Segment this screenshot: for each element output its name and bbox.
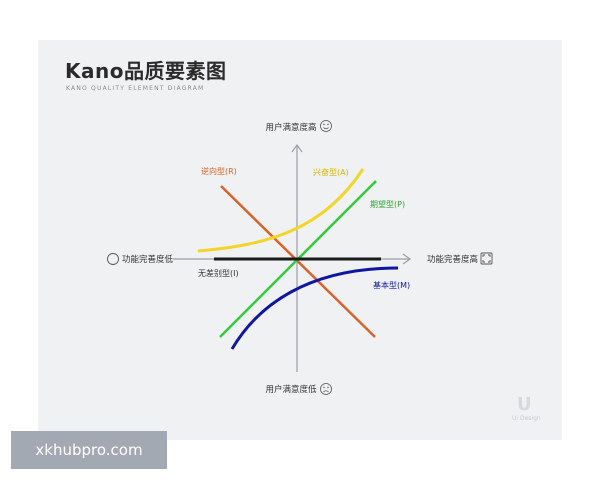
site-badge: xkhubpro.com bbox=[11, 431, 167, 469]
kano-diagram: 用户满意度高 用户满意度低 功能完善度低 功能完善度高 bbox=[107, 120, 493, 395]
basic-label: 基本型(M) bbox=[373, 280, 410, 290]
attractive-curve bbox=[197, 168, 365, 253]
reverse-label: 逆向型(R) bbox=[201, 166, 237, 176]
top-axis-label: 用户满意度高 bbox=[265, 122, 316, 133]
vertical-axis-arrow bbox=[291, 143, 303, 153]
left-axis-label: 功能完善度低 bbox=[122, 254, 174, 265]
watermark-logo: U bbox=[517, 394, 532, 415]
sad-face-icon bbox=[320, 383, 332, 395]
bottom-axis-label: 用户满意度低 bbox=[265, 384, 317, 395]
reverse-line bbox=[220, 185, 376, 338]
expand-icon bbox=[480, 252, 493, 265]
attractive-label: 兴奋型(A) bbox=[313, 167, 349, 177]
right-axis-label: 功能完善度高 bbox=[427, 254, 478, 265]
performance-label: 期望型(P) bbox=[370, 199, 405, 209]
indifferent-label: 无差别型(I) bbox=[198, 268, 239, 278]
circle-icon bbox=[107, 253, 119, 265]
happy-face-icon bbox=[320, 120, 332, 132]
basic-curve bbox=[230, 266, 399, 350]
diagram-subtitle: KANO QUALITY ELEMENT DIAGRAM bbox=[66, 85, 205, 92]
diagram-title: Kano品质要素图 bbox=[65, 59, 227, 83]
watermark-text: Ui Design bbox=[512, 415, 541, 422]
diagram-card: Kano品质要素图 KANO QUALITY ELEMENT DIAGRAM 用… bbox=[38, 40, 562, 440]
horizontal-axis-arrow bbox=[402, 253, 412, 265]
